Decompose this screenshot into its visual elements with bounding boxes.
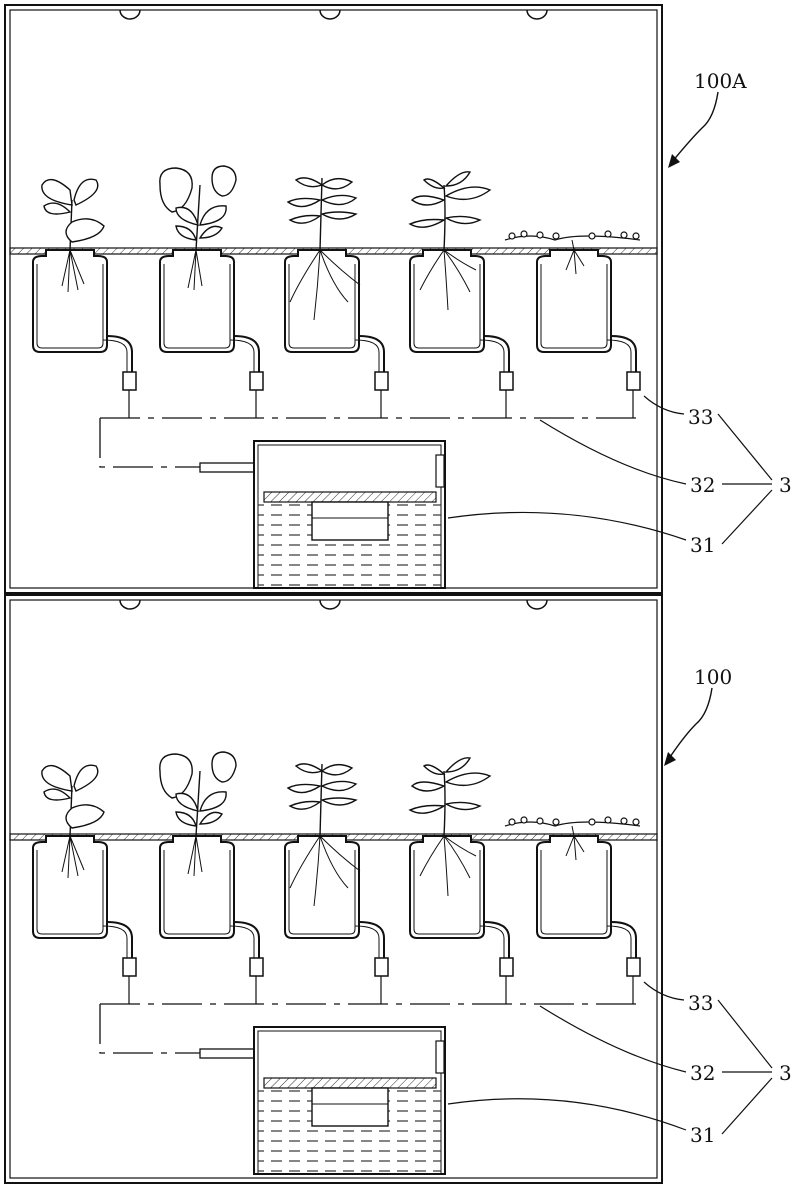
callout-pipe: 32 <box>690 1061 715 1085</box>
inlet-pipe <box>199 462 259 473</box>
nozzle <box>626 957 641 977</box>
strawberry-plant-icon <box>159 165 237 291</box>
nozzle <box>626 371 641 391</box>
cabinet-frame-inner <box>9 599 658 1179</box>
pot <box>32 835 137 1004</box>
unit-label: 100A <box>694 69 747 93</box>
sprout-plant-icon <box>408 757 492 897</box>
seedling-plant-icon <box>286 763 361 907</box>
callout-nozzle: 33 <box>688 991 713 1015</box>
nozzle <box>249 957 264 977</box>
lamp-icon <box>526 9 548 20</box>
nozzle <box>122 957 137 977</box>
leafy-plant-icon <box>41 764 105 879</box>
callout-nozzle: 33 <box>688 405 713 429</box>
pot <box>536 249 641 418</box>
unit-label: 100 <box>694 665 732 689</box>
nozzle <box>249 371 264 391</box>
pot <box>284 249 389 418</box>
pot <box>159 249 264 418</box>
water-tank <box>253 440 446 589</box>
inlet-pipe <box>199 1048 259 1059</box>
lamp-icon <box>119 599 141 610</box>
ground-cover-plant-icon <box>504 816 641 861</box>
unit-bottom: 100 33 32 31 3 <box>4 594 792 1184</box>
callout-system: 3 <box>779 473 792 497</box>
pot <box>284 835 389 1004</box>
pot <box>536 835 641 1004</box>
sprout-plant-icon <box>408 171 492 311</box>
pot <box>32 249 137 418</box>
cabinet-frame <box>4 594 663 1184</box>
nozzle <box>374 371 389 391</box>
unit-top: 100A 33 32 31 3 <box>4 4 792 594</box>
leafy-plant-icon <box>41 178 105 293</box>
pot <box>409 249 514 418</box>
lamp-icon <box>526 599 548 610</box>
cabinet-frame <box>4 4 663 594</box>
nozzle <box>122 371 137 391</box>
water-tank <box>253 1026 446 1175</box>
seedling-plant-icon <box>286 177 361 321</box>
ground-cover-plant-icon <box>504 230 641 275</box>
lamp-icon <box>319 9 341 20</box>
nozzle <box>499 371 514 391</box>
lamp-icon <box>319 599 341 610</box>
pot <box>159 835 264 1004</box>
nozzle <box>374 957 389 977</box>
pot-row <box>32 835 641 1004</box>
lamp-icon <box>119 9 141 20</box>
callout-tank: 31 <box>690 1123 715 1147</box>
pot-row <box>32 249 641 418</box>
callout-tank: 31 <box>690 533 715 557</box>
strawberry-plant-icon <box>159 751 237 877</box>
nozzle <box>499 957 514 977</box>
callout-system: 3 <box>779 1061 792 1085</box>
callout-pipe: 32 <box>690 473 715 497</box>
